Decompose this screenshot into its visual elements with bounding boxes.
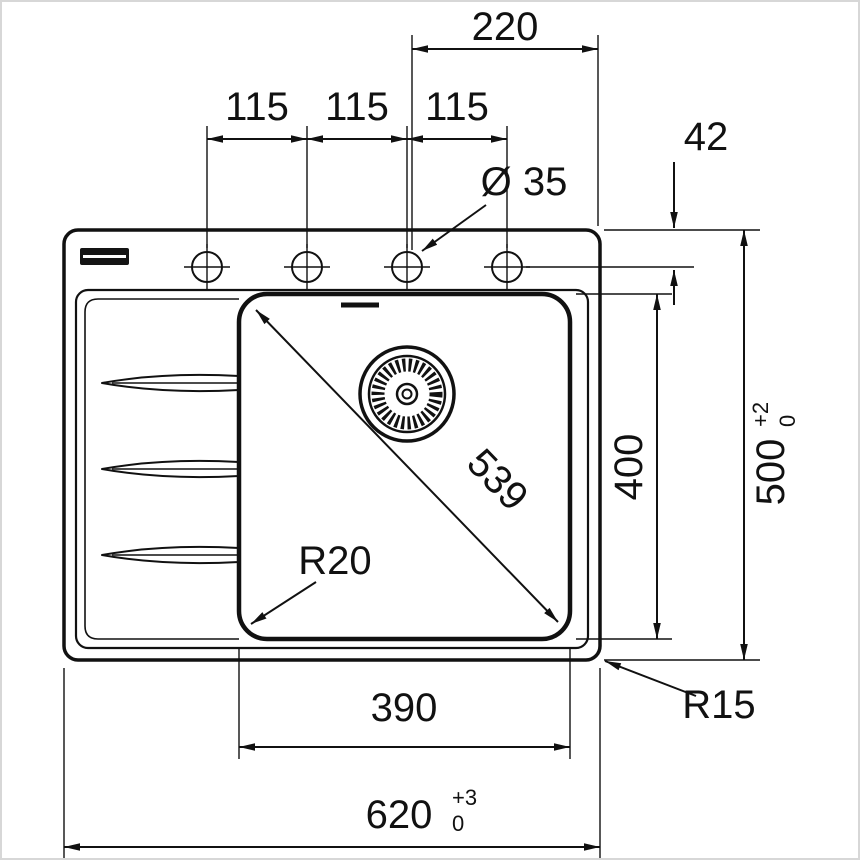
dimension-42: 42 [526, 115, 760, 305]
dimension-115-group: 115 115 115 [206, 85, 508, 248]
dimension-620-tolerance-upper: +3 [452, 785, 477, 810]
drainer-rib-1 [101, 373, 240, 393]
sink-inner-edge [74, 288, 590, 650]
dimension-hole-diameter: Ø 35 [421, 160, 568, 252]
tap-hole-4 [484, 244, 530, 290]
dimension-400-label: 400 [607, 434, 651, 501]
dimension-500-tolerance-upper: +2 [748, 402, 773, 427]
tap-hole-2 [284, 244, 330, 290]
dimension-620-tolerance-lower: 0 [452, 811, 464, 836]
tap-hole-1 [184, 244, 230, 290]
dimension-220: 220 [411, 5, 599, 250]
dimension-115-label-2: 115 [325, 85, 389, 129]
tap-holes [184, 244, 530, 290]
dimension-500-label: 500 [749, 439, 793, 506]
dimension-620-label: 620 [366, 793, 433, 837]
dimension-620: 620 +3 0 [63, 668, 601, 858]
dimension-500: 500 +2 0 [604, 230, 800, 661]
tap-hole-3 [384, 244, 430, 290]
dimension-390-label: 390 [371, 686, 438, 730]
logo-stripe [83, 255, 126, 258]
dimension-r15: R15 [604, 660, 756, 727]
dimension-115-label-3: 115 [425, 85, 489, 129]
drain-strainer [358, 345, 456, 443]
sink-body [62, 228, 602, 662]
dimension-500-tolerance-lower: 0 [775, 415, 800, 427]
brand-logo-plate [80, 248, 129, 265]
dimension-220-label: 220 [472, 5, 539, 49]
drainer-contour [84, 298, 239, 640]
dimension-42-label: 42 [684, 115, 729, 159]
dimension-390: 390 [238, 648, 571, 759]
hole-diameter-label: Ø 35 [481, 160, 568, 204]
dimension-r20: R20 [250, 539, 372, 625]
radius-r15-label: R15 [682, 683, 755, 727]
dimension-115-label-1: 115 [225, 85, 289, 129]
dimension-400: 400 [576, 293, 672, 640]
radius-r20-label: R20 [298, 539, 371, 583]
